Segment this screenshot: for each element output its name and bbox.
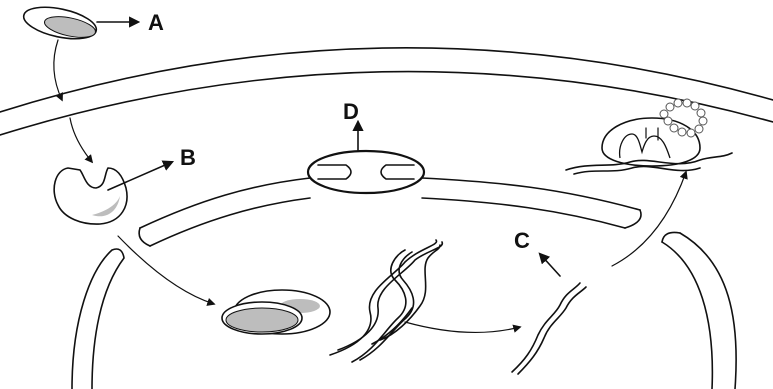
label-b: B bbox=[180, 145, 196, 170]
mrna-c: C bbox=[512, 228, 586, 374]
label-c: C bbox=[514, 228, 530, 253]
arrow-receptor-to-complex bbox=[118, 236, 214, 304]
label-d: D bbox=[343, 99, 359, 124]
arrow-dna-to-mrna bbox=[405, 322, 520, 332]
nuclear-pore bbox=[308, 151, 424, 193]
arrow-membrane-to-receptor bbox=[70, 118, 92, 162]
arrow-ligand-to-membrane bbox=[54, 40, 62, 100]
receptor-ligand-complex bbox=[222, 290, 330, 334]
ligand-a: A bbox=[21, 2, 164, 45]
dna-double-helix bbox=[330, 240, 442, 362]
ribosome bbox=[566, 118, 732, 174]
label-a: A bbox=[148, 10, 164, 35]
